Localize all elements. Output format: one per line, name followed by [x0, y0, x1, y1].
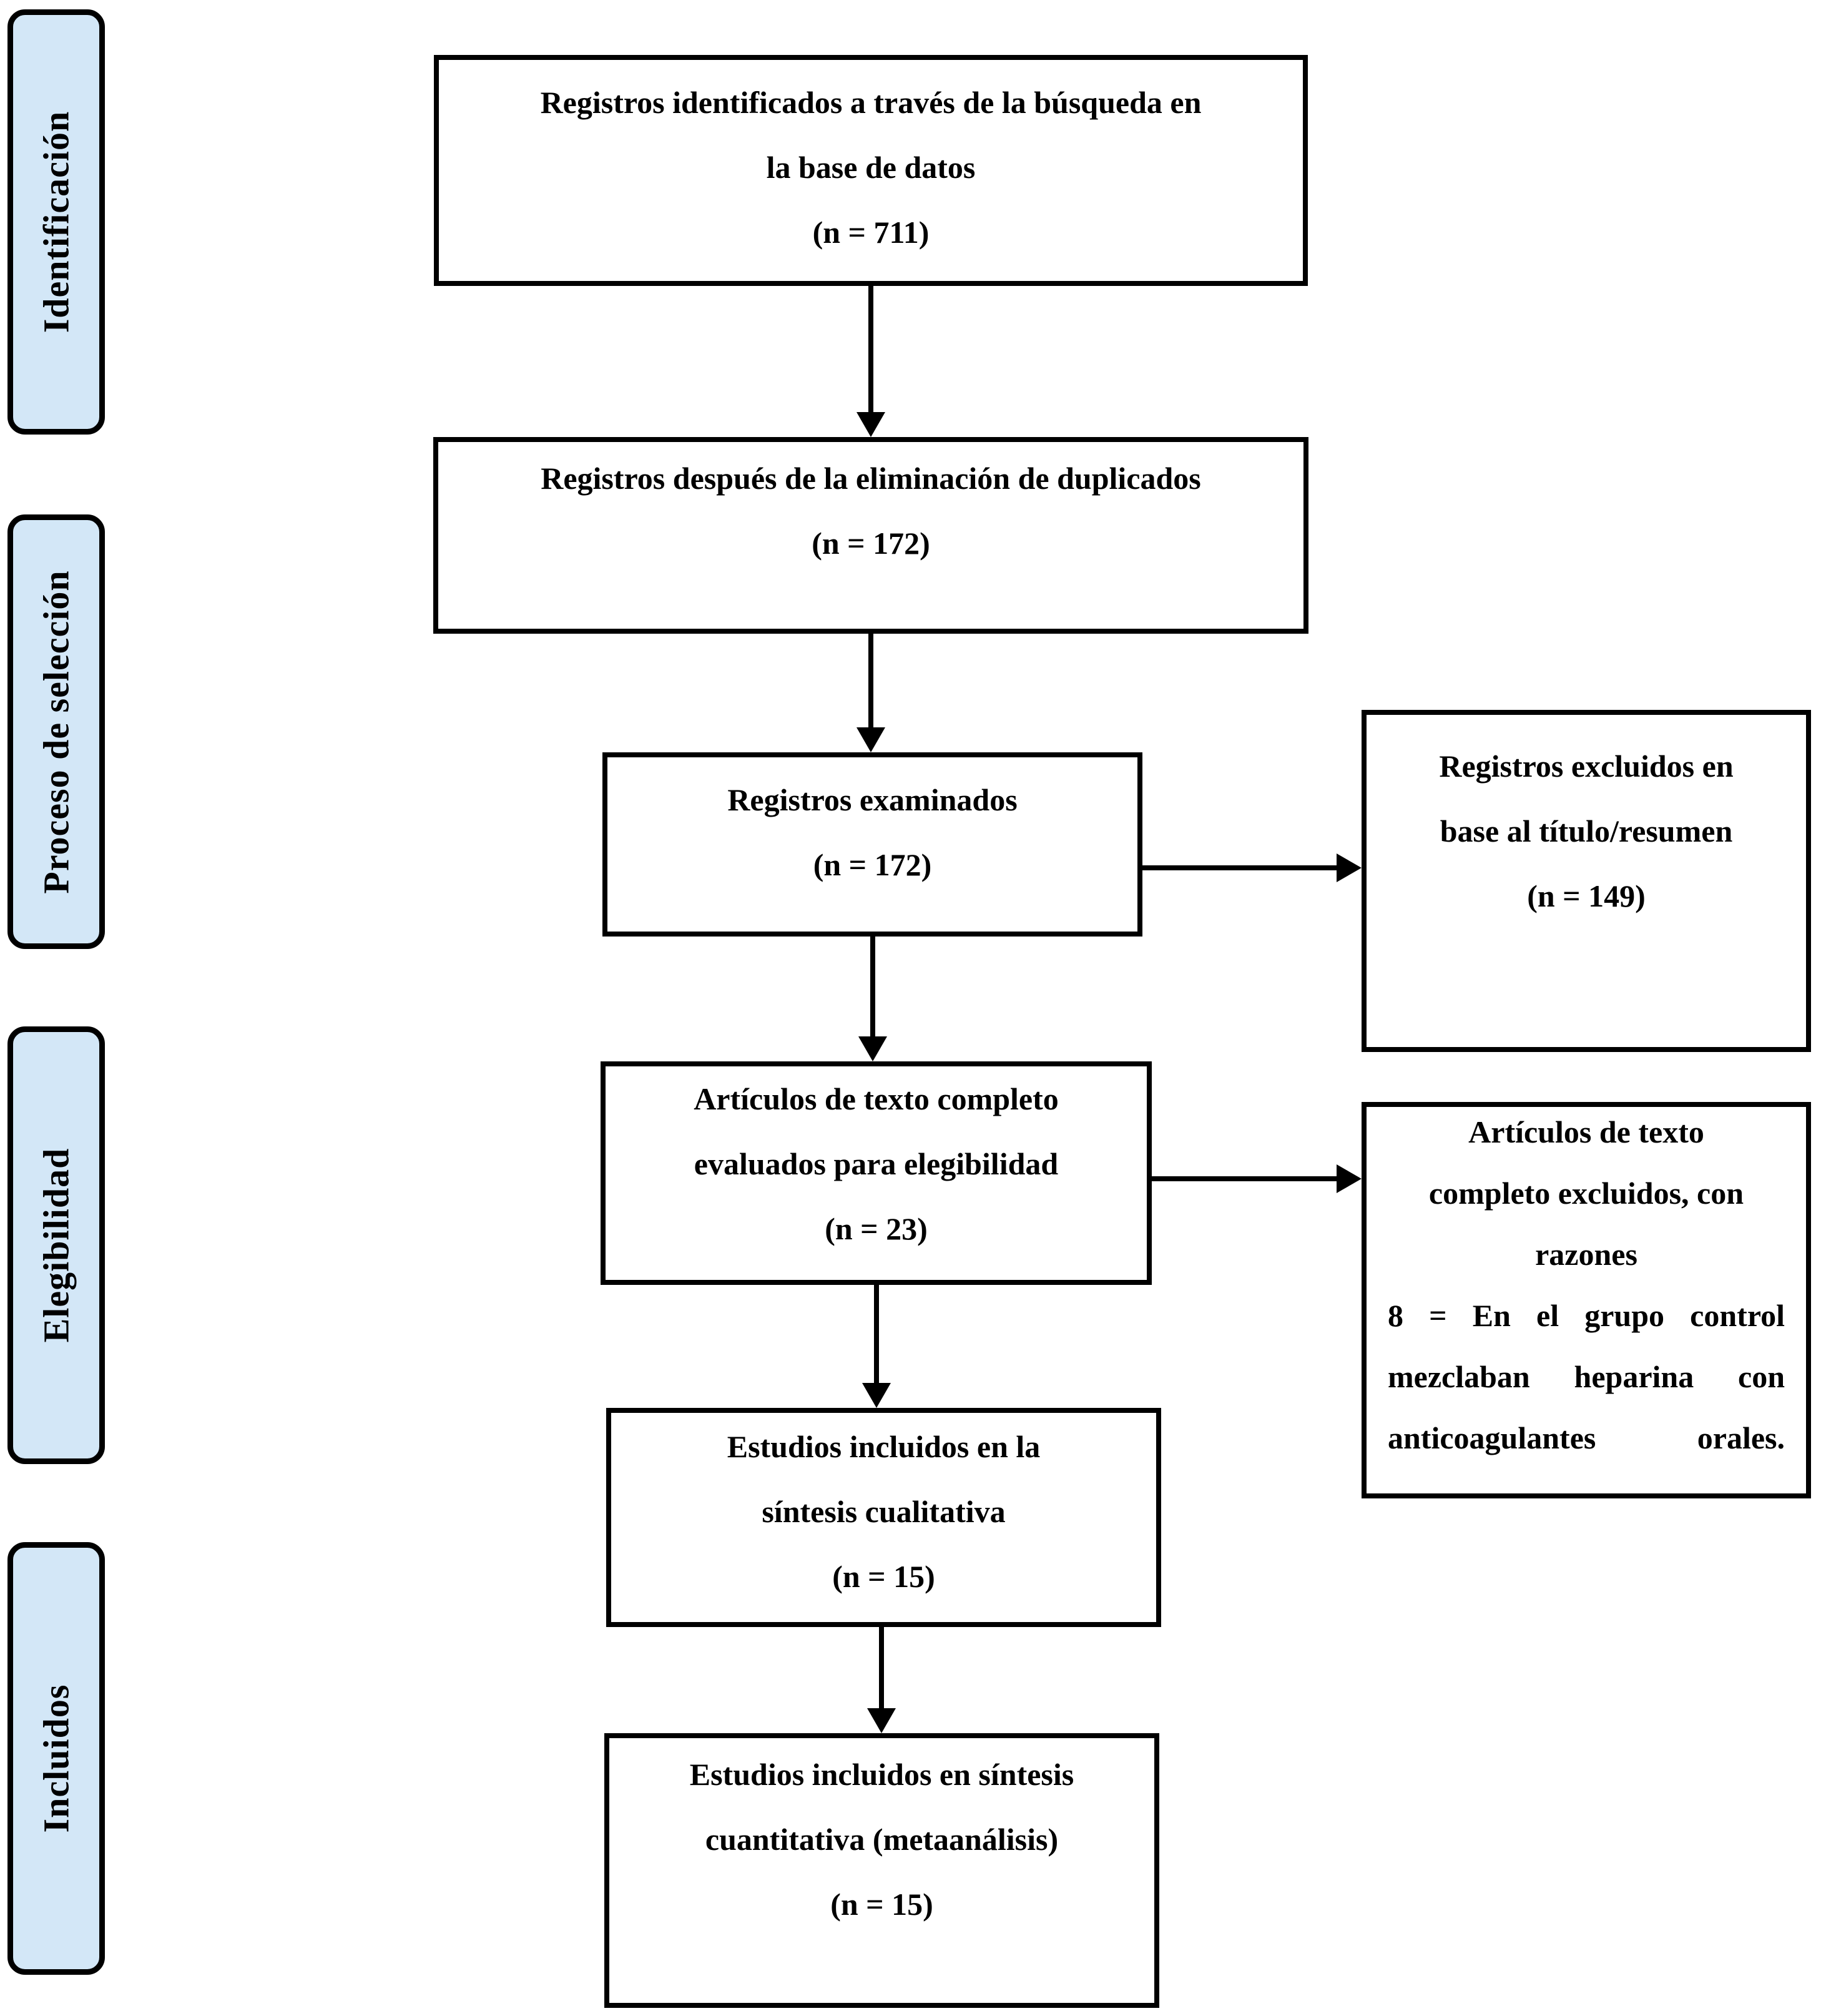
box-text-line: Registros excluidos en	[1439, 749, 1734, 784]
box-text-line: (n = 172)	[813, 847, 932, 882]
flow-box-records-screened: Registros examinados (n = 172)	[602, 752, 1142, 937]
arrow-head-icon	[1337, 1164, 1362, 1193]
exclusion-box-title-abstract: Registros excluidos en base al título/re…	[1362, 710, 1811, 1052]
arrow-head-icon	[857, 412, 885, 437]
box-text-line: Artículos de texto completo	[694, 1081, 1059, 1116]
box-text-line: Registros examinados	[727, 782, 1018, 817]
arrow-head-icon	[862, 1383, 891, 1408]
box-text-line: mezclaban heparina con	[1388, 1359, 1785, 1394]
arrow-line	[1152, 1176, 1338, 1181]
stage-label-text: Identificación	[36, 111, 77, 333]
box-text-line: anticoagulantes orales.	[1388, 1420, 1785, 1455]
box-text-line: Registros identificados a través de la b…	[540, 85, 1202, 120]
arrow-head-icon	[867, 1708, 896, 1733]
arrow-line	[868, 286, 873, 413]
flow-box-quantitative-synthesis: Estudios incluidos en síntesis cuantitat…	[604, 1733, 1159, 2008]
box-text-line: (n = 23)	[825, 1211, 928, 1246]
stage-label-identificacion: Identificación	[7, 9, 105, 435]
box-text-line: (n = 15)	[830, 1887, 933, 1922]
box-text-line: razones	[1535, 1236, 1637, 1272]
arrow-line	[868, 634, 873, 729]
flow-box-records-identified: Registros identificados a través de la b…	[434, 55, 1308, 286]
box-text-line: (n = 711)	[812, 215, 930, 250]
box-text-line: Registros después de la eliminación de d…	[541, 460, 1201, 496]
box-text-line: síntesis cualitativa	[762, 1493, 1006, 1529]
arrow-line	[870, 937, 875, 1038]
box-text-line: Artículos de texto	[1468, 1114, 1704, 1149]
box-text-line: completo excluidos, con	[1428, 1175, 1744, 1211]
box-text-line: cuantitativa (metaanálisis)	[705, 1822, 1059, 1857]
exclusion-box-fulltext-reasons: Artículos de texto completo excluidos, c…	[1362, 1102, 1811, 1498]
stage-label-proceso-de-seleccion: Proceso de selección	[7, 514, 105, 949]
arrow-head-icon	[1337, 853, 1362, 882]
arrow-line	[1142, 865, 1338, 870]
stage-label-text: Elegibilidad	[36, 1148, 77, 1343]
arrow-head-icon	[857, 727, 885, 752]
box-text-line: Estudios incluidos en la	[727, 1428, 1041, 1464]
box-text-line: 8 = En el grupo control	[1388, 1297, 1785, 1333]
box-text-line: (n = 149)	[1527, 878, 1646, 913]
box-text-line: la base de datos	[766, 150, 976, 185]
stage-label-elegibilidad: Elegibilidad	[7, 1026, 105, 1464]
box-text-line: Estudios incluidos en síntesis	[689, 1757, 1074, 1792]
stage-label-text: Incluidos	[36, 1684, 77, 1833]
stage-label-text: Proceso de selección	[36, 569, 77, 894]
stage-label-incluidos: Incluidos	[7, 1542, 105, 1975]
flow-box-fulltext-assessed: Artículos de texto completo evaluados pa…	[601, 1061, 1152, 1285]
box-text-line: base al título/resumen	[1440, 814, 1733, 848]
flow-box-after-duplicates-removed: Registros después de la eliminación de d…	[433, 437, 1308, 634]
box-text-line: evaluados para elegibilidad	[694, 1146, 1059, 1181]
box-text-line: (n = 15)	[832, 1558, 935, 1594]
arrow-line	[879, 1627, 884, 1709]
box-text-line: (n = 172)	[812, 525, 930, 561]
flow-box-qualitative-synthesis: Estudios incluidos en la síntesis cualit…	[606, 1408, 1161, 1627]
arrow-line	[874, 1285, 879, 1384]
arrow-head-icon	[858, 1036, 887, 1061]
